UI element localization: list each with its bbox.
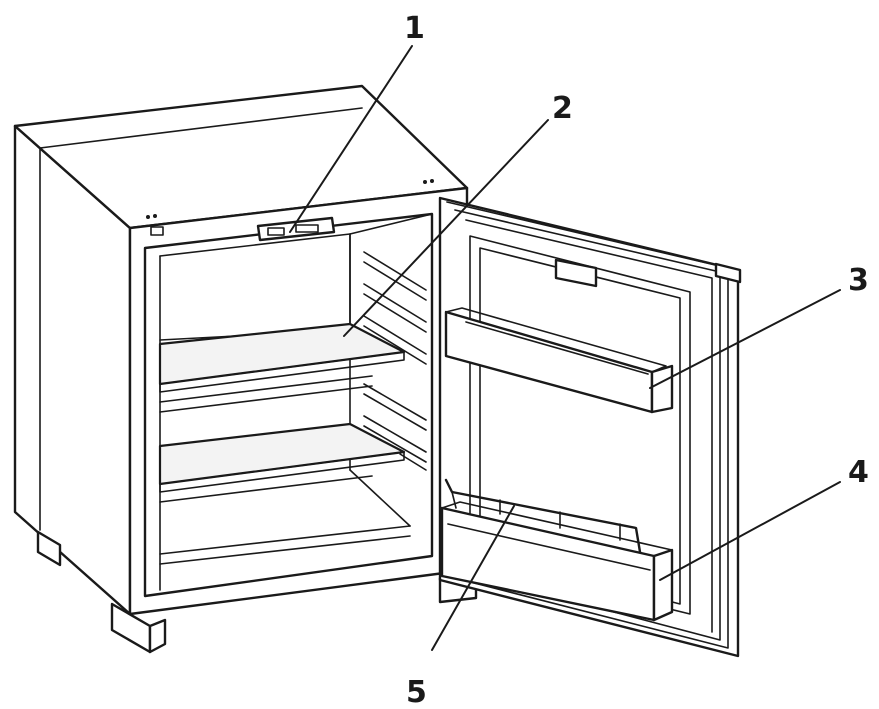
callout-1: 1	[404, 11, 425, 46]
leader-1	[289, 45, 413, 233]
callout-3: 3	[848, 263, 869, 298]
hinge-mark-left	[150, 226, 164, 236]
upper-shelf	[158, 322, 406, 413]
bottom-floor	[159, 469, 411, 565]
door-lower-bin	[440, 501, 674, 622]
leader-2	[343, 119, 549, 337]
leader-4	[659, 481, 841, 581]
bottle-rail	[444, 478, 642, 554]
callout-5: 5	[406, 675, 427, 709]
door-latch	[554, 258, 598, 288]
leader-lines	[289, 45, 841, 651]
callouts: 1 2 3 4 5	[404, 11, 869, 709]
lower-shelf	[158, 422, 406, 503]
fridge-interior	[143, 212, 434, 598]
leader-3	[649, 289, 841, 389]
foot-back	[36, 530, 62, 567]
callout-4: 4	[848, 455, 869, 490]
thermostat-unit	[256, 216, 336, 242]
callout-2: 2	[552, 91, 573, 126]
leader-5	[431, 505, 515, 651]
door-upper-bin	[444, 307, 674, 414]
